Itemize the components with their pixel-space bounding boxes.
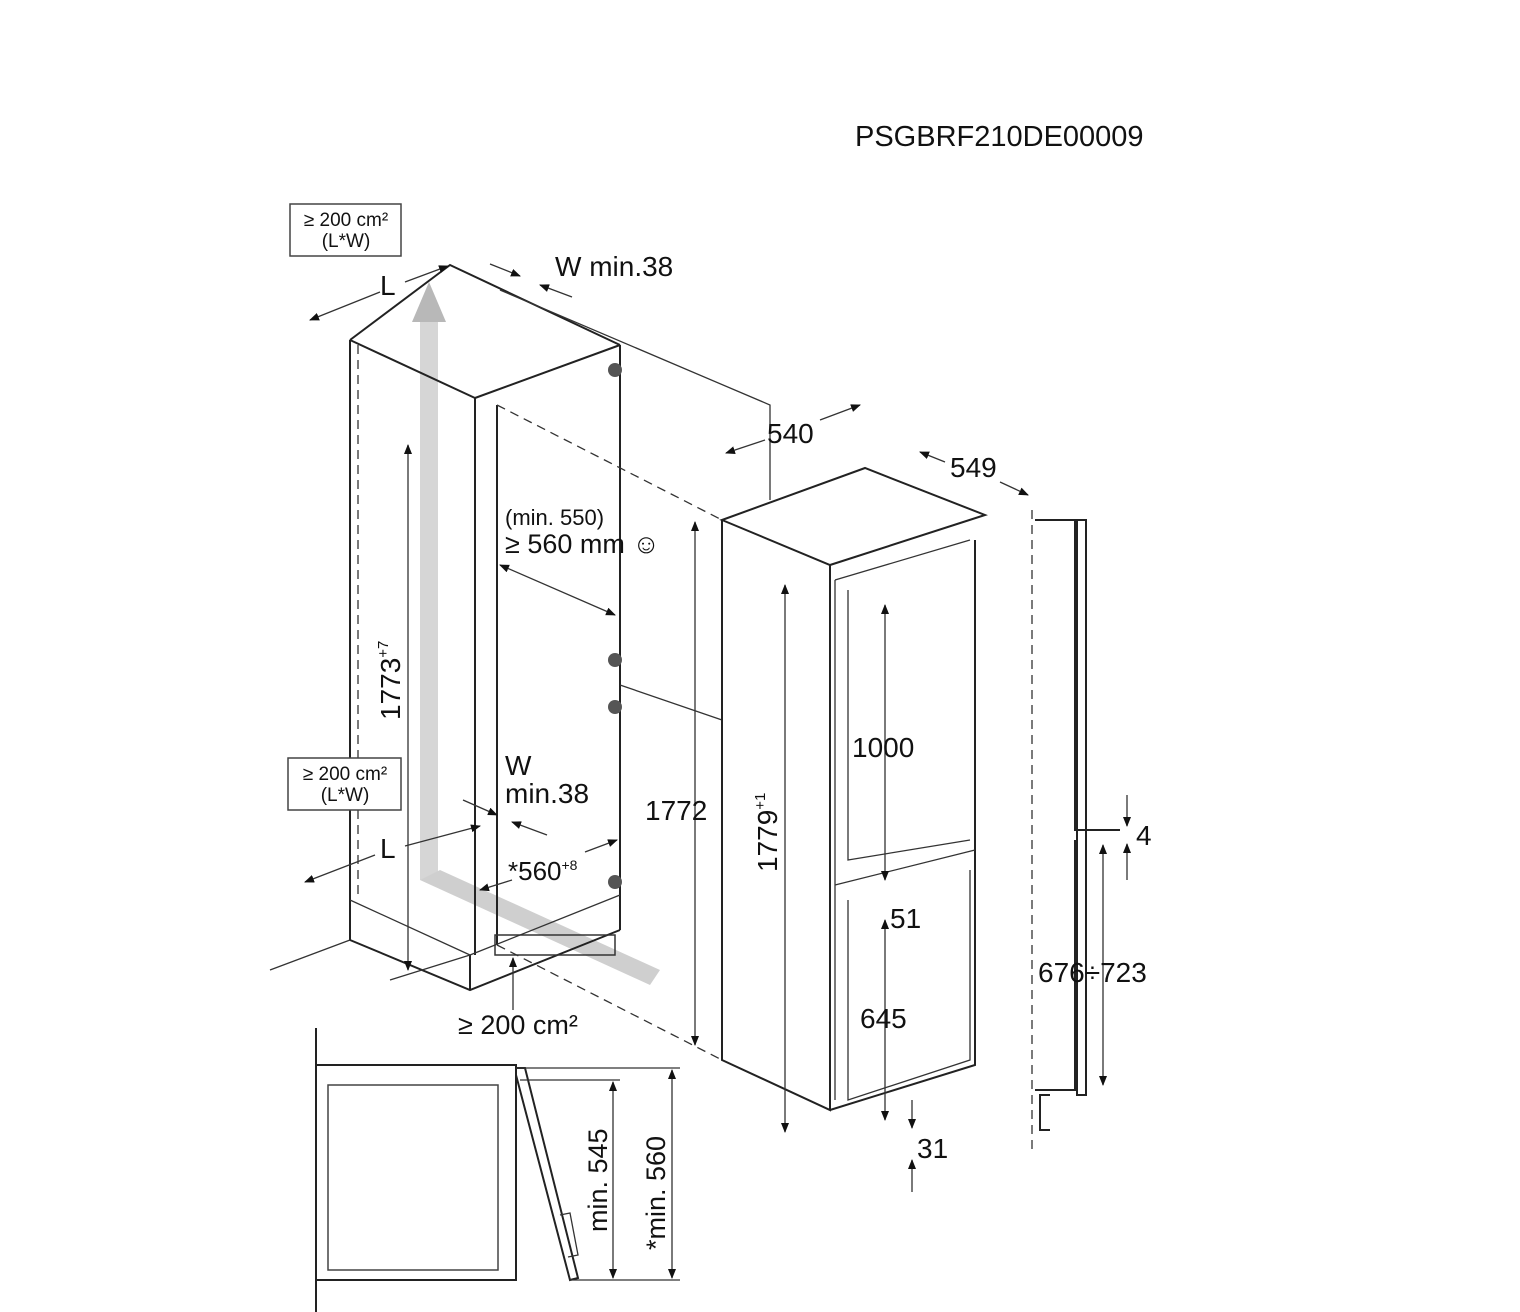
niche-height: 1773+7 xyxy=(375,641,406,720)
appliance-height-total: 1772 xyxy=(645,795,707,826)
bottom-vent-formula: (L*W) xyxy=(321,785,370,806)
bottom-vent-gap-min: min.38 xyxy=(505,778,589,809)
top-vent-length: L xyxy=(380,270,396,301)
top-vent-box xyxy=(289,203,402,257)
bottom-vent-box xyxy=(287,757,402,811)
appliance-height: 1779+1 xyxy=(752,793,783,872)
side-min-560: *min. 560 xyxy=(641,1136,671,1250)
appliance-depth: 549 xyxy=(950,452,997,483)
top-vent-formula: (L*W) xyxy=(322,231,371,252)
side-view-section xyxy=(315,1028,680,1312)
niche-width: *560+8 xyxy=(508,856,578,886)
side-min-545: min. 545 xyxy=(583,1128,613,1232)
panel-range-dimension: 676÷723 xyxy=(1038,957,1147,988)
upper-door-dimension: 1000 xyxy=(852,732,914,763)
dimension-lines xyxy=(304,263,1131,1279)
lower-door-dimension: 645 xyxy=(860,1003,907,1034)
bottom-vent-area: ≥ 200 cm² xyxy=(303,764,387,785)
niche-depth-min: (min. 550) xyxy=(505,505,604,530)
bottom-dimension: 31 xyxy=(917,1133,948,1164)
door-gap-dimension: 51 xyxy=(890,903,921,934)
appliance-width: 540 xyxy=(767,418,814,449)
model-code: PSGBRF210DE00009 xyxy=(855,121,1144,153)
bottom-vent-gap-w: W xyxy=(505,750,532,781)
door-panel-profile xyxy=(1031,510,1120,1150)
plinth-grille xyxy=(494,934,616,956)
niche-depth: ≥ 560 mm ☺ xyxy=(505,529,660,559)
top-vent-gap: W min.38 xyxy=(555,251,673,282)
bottom-vent-length: L xyxy=(380,833,396,864)
cabinet-niche xyxy=(269,263,771,1061)
panel-gap-dimension: 4 xyxy=(1136,820,1152,851)
top-vent-area: ≥ 200 cm² xyxy=(304,210,388,231)
fridge-appliance xyxy=(719,466,988,1112)
plinth-vent-area: ≥ 200 cm² xyxy=(458,1010,578,1040)
hinge-icons xyxy=(608,363,622,889)
